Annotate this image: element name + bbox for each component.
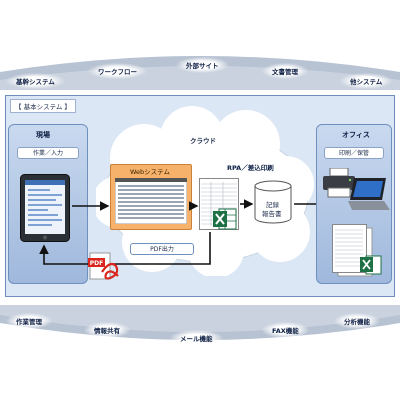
function-task-management: 作業管理 [6, 313, 52, 329]
basic-system-label: 【 基本システム 】 [10, 99, 76, 113]
office-print-tag: 印刷／保管 [324, 147, 384, 159]
function-analysis: 分析機能 [334, 313, 380, 329]
function-external-site: 外部サイト [176, 57, 229, 73]
cloud-title: クラウド [190, 137, 216, 145]
arrow-pdf-return [39, 232, 211, 265]
rpa-label: RPA／差込印刷 [227, 164, 274, 172]
function-info-sharing: 情報共有 [84, 322, 130, 338]
pdf-icon: PDF [88, 252, 119, 280]
office-panel-title: オフィス [342, 131, 370, 139]
svg-text:PDF: PDF [90, 260, 103, 267]
field-task-tag: 作業／入力 [17, 147, 79, 159]
field-panel-title: 現場 [36, 131, 50, 139]
laptop-icon [348, 178, 390, 210]
tablet-icon [20, 174, 70, 242]
web-screen-icon [115, 178, 187, 224]
document-icon [332, 224, 382, 277]
web-system-label: Webシステム [130, 168, 170, 176]
function-mail: メール機能 [170, 330, 223, 346]
function-document-management: 文書管理 [262, 63, 308, 79]
function-kikan-system: 基幹システム [6, 73, 65, 89]
db-label-report: 報告書 [262, 210, 282, 218]
function-fax: FAX機能 [262, 322, 309, 338]
function-workflow: ワークフロー [88, 63, 147, 79]
excel-icon [213, 208, 237, 230]
db-label-record: 記録 [266, 201, 279, 209]
database-icon [254, 180, 292, 224]
function-other-system: 他システム [340, 73, 393, 89]
pdf-output-tag: PDF出力 [130, 243, 194, 255]
printer-icon [323, 168, 355, 198]
